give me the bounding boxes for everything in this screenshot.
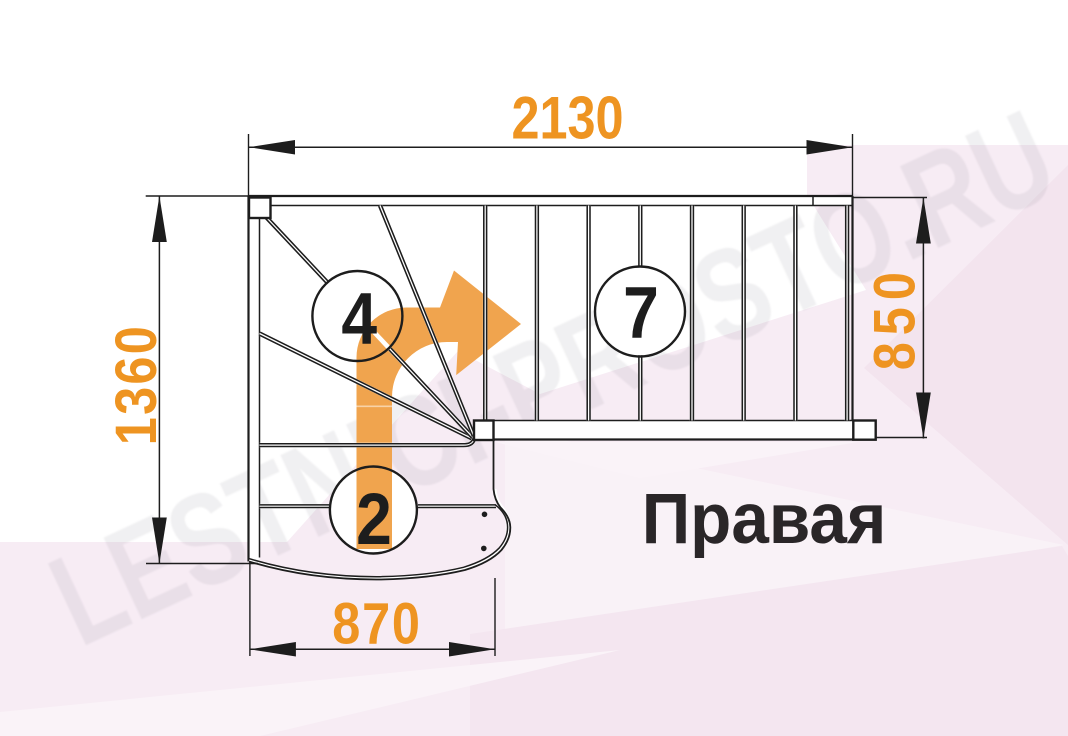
svg-text:870: 870 (332, 591, 421, 656)
svg-text:2: 2 (356, 478, 392, 560)
svg-text:1360: 1360 (104, 324, 169, 445)
svg-text:2130: 2130 (511, 84, 623, 151)
svg-text:850: 850 (862, 265, 927, 370)
svg-text:7: 7 (623, 272, 659, 354)
svg-text:4: 4 (341, 278, 377, 360)
svg-text:Правая: Правая (642, 478, 887, 558)
